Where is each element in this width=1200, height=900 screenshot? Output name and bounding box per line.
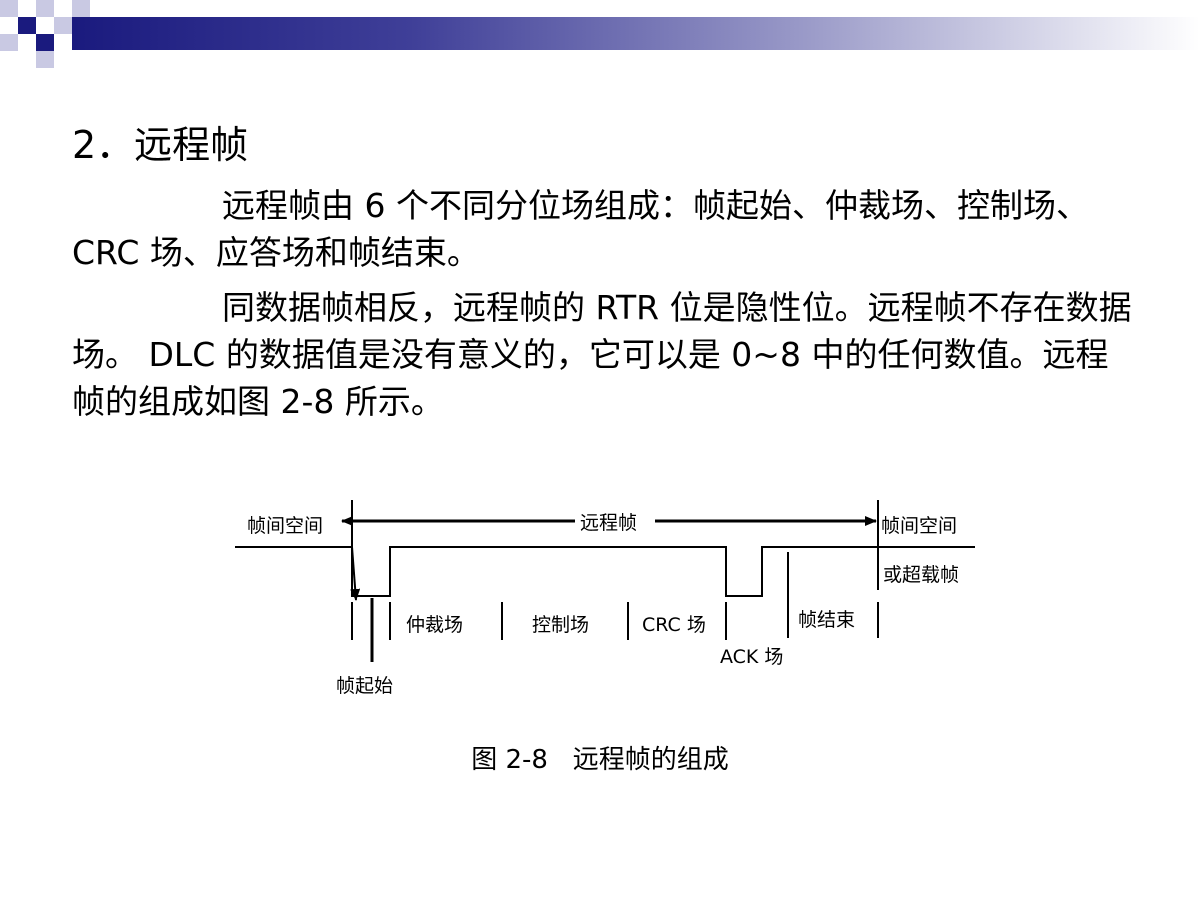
- body-text: 远程帧由 6 个不同分位场组成：帧起始、仲裁场、控制场、 CRC 场、应答场和帧…: [72, 182, 1132, 433]
- overload-frame-label: 或超载帧: [883, 564, 959, 586]
- header-square-4: [54, 17, 72, 34]
- header-square-6: [36, 34, 54, 51]
- header-square-7: [36, 51, 54, 68]
- header-square-1: [0, 0, 18, 17]
- paragraph-2: 同数据帧相反，远程帧的 RTR 位是隐性位。远程帧不存在数据场。 DLC 的数据…: [72, 288, 1132, 421]
- sof-arrow: [350, 546, 361, 601]
- header-square-5: [0, 34, 18, 51]
- control-field-label: 控制场: [532, 614, 589, 636]
- eof-field-label: 帧结束: [798, 609, 855, 631]
- header-square-3: [36, 0, 54, 17]
- arbitration-field-label: 仲裁场: [406, 614, 463, 636]
- remote-frame-label: 远程帧: [580, 512, 637, 534]
- sof-field-label: 帧起始: [336, 675, 393, 697]
- right-interframe-label: 帧间空间: [881, 515, 957, 537]
- header-square-8: [72, 0, 90, 17]
- slide-title: 2．远程帧: [72, 123, 249, 167]
- remote-frame-svg: 帧间空间 远程帧 帧间空间 或超载帧 仲裁场 控制场 CRC 场 帧结束 ACK…: [235, 500, 975, 697]
- crc-field-label: CRC 场: [642, 614, 706, 636]
- paragraph-1: 远程帧由 6 个不同分位场组成：帧起始、仲裁场、控制场、 CRC 场、应答场和帧…: [72, 186, 1089, 272]
- ack-field-label: ACK 场: [720, 646, 783, 668]
- header-square-2: [18, 17, 36, 34]
- signal-waveform: [235, 546, 975, 597]
- figure-caption: 图 2-8 远程帧的组成: [471, 745, 729, 775]
- header-gradient-bar: [72, 17, 1200, 50]
- remote-frame-diagram: 帧间空间 远程帧 帧间空间 或超载帧 仲裁场 控制场 CRC 场 帧结束 ACK…: [230, 490, 990, 710]
- left-interframe-label: 帧间空间: [247, 515, 323, 537]
